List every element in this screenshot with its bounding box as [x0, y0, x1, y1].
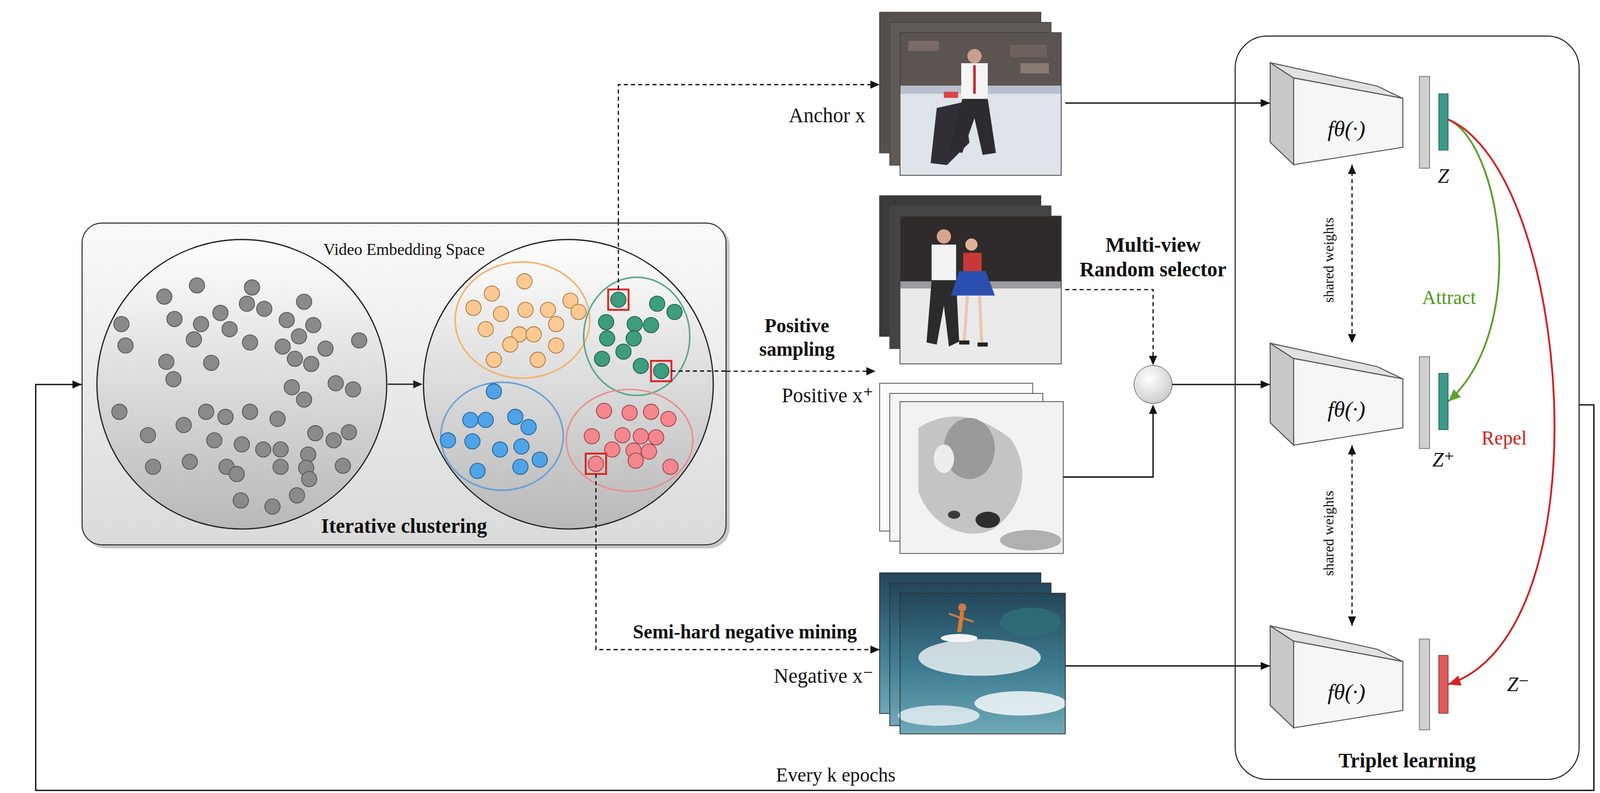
arrowhead	[870, 80, 880, 89]
edge-label: shared weights	[1319, 217, 1338, 303]
cluster-dots	[465, 273, 586, 368]
connector	[1065, 662, 1271, 671]
triplet-panel: Triplet learning fθ(·) fθ(·) fθ(·) Z Z⁺ Z⁻	[1234, 35, 1580, 781]
selector-label: Multi-view Random selector	[1071, 233, 1235, 283]
encoder-face	[1293, 641, 1403, 729]
connector	[1348, 164, 1357, 344]
arrowhead	[1448, 389, 1461, 402]
edge-label: Positive sampling	[759, 314, 835, 362]
encoder-label: fθ(·)	[1327, 396, 1366, 424]
cluster-outlines	[440, 261, 693, 492]
connector-line	[1448, 119, 1555, 685]
video-clip: Negative x⁻	[879, 573, 1066, 735]
arrowhead	[72, 380, 83, 389]
connector	[1448, 119, 1500, 402]
panel-title: Video Embedding Space	[82, 239, 726, 260]
step-arrow	[387, 383, 415, 386]
embedding-label: Z⁺	[1432, 447, 1455, 473]
optical-flow-frames	[879, 383, 1064, 555]
connector-line	[35, 384, 1594, 791]
clip-label: Negative x⁻	[773, 664, 874, 689]
encoder-label: fθ(·)	[1327, 678, 1366, 707]
arrowhead	[870, 646, 880, 655]
connector-line	[595, 545, 880, 650]
connector-line	[1351, 164, 1353, 344]
arrowhead	[1448, 675, 1462, 686]
encoder-label: fθ(·)	[1327, 115, 1366, 143]
connector	[726, 367, 876, 376]
negative-frames	[879, 573, 1067, 735]
step-arrow	[413, 380, 423, 389]
connector	[595, 545, 880, 654]
connector-line	[1351, 445, 1353, 626]
arrowhead	[1348, 334, 1357, 344]
embedding-bar: Z	[1438, 93, 1449, 151]
embedding-label: Z⁻	[1506, 672, 1529, 698]
connector-line	[1065, 665, 1271, 668]
encoder-face	[1293, 358, 1403, 446]
connector	[1065, 289, 1158, 366]
flow-wire-head	[1148, 405, 1158, 415]
connector-line	[1172, 384, 1271, 386]
embedding-space	[423, 239, 713, 530]
encoder-face	[1270, 626, 1294, 729]
arrowhead	[1260, 380, 1271, 389]
selection-marker	[585, 289, 672, 475]
embedding-bar: Z⁻	[1438, 655, 1449, 714]
sampling-leader	[595, 222, 727, 546]
encoder-shape	[1270, 626, 1403, 729]
clip-label: Positive x⁺	[781, 383, 874, 409]
encoder-shape	[1270, 62, 1403, 165]
connector	[1448, 119, 1555, 687]
connector-line	[1065, 289, 1154, 366]
edge-label: shared weights	[1319, 490, 1338, 577]
embedding-space	[96, 239, 387, 530]
anchor-frames	[879, 12, 1062, 176]
panel-caption: Iterative clustering	[82, 514, 726, 539]
connector-line	[726, 370, 876, 372]
encoder-shape	[1270, 343, 1403, 446]
panel-caption: Triplet learning	[1235, 749, 1579, 774]
connector	[618, 80, 880, 223]
cluster-dots	[440, 384, 548, 479]
feature-bar	[1419, 76, 1430, 731]
flow-wire	[1063, 411, 1154, 478]
edge-label: Semi-hard negative mining	[632, 620, 857, 645]
arrowhead	[1260, 662, 1271, 671]
edge-label: Every k epochs	[776, 763, 896, 788]
edge-label: Attract	[1422, 286, 1477, 310]
unclustered-dots	[111, 278, 367, 515]
positive-frames	[879, 196, 1062, 365]
arrowhead	[1348, 445, 1357, 455]
panel-ground	[81, 222, 727, 546]
connector	[35, 380, 1594, 791]
cluster-dots	[584, 403, 679, 476]
connector	[1065, 98, 1271, 108]
clip-label: Anchor x	[788, 102, 866, 128]
cluster-panel: Video Embedding SpaceIterative clusterin…	[81, 222, 727, 547]
connector-line	[618, 84, 880, 223]
arrowhead	[866, 367, 876, 376]
embedding-label: Z	[1437, 164, 1450, 189]
encoder: fθ(·)	[1270, 626, 1403, 729]
edge-label: Repel	[1481, 427, 1527, 451]
video-clip: Positive x⁺	[875, 196, 1066, 380]
arrowhead	[1348, 164, 1357, 175]
embedding-bar: Z⁺	[1438, 373, 1449, 431]
connector	[1348, 445, 1357, 626]
video-clip: Anchor x	[879, 12, 1066, 176]
encoder: fθ(·)	[1270, 343, 1403, 446]
arrowhead	[1348, 616, 1357, 627]
arrowhead	[1260, 98, 1271, 108]
connector-line	[1065, 102, 1271, 105]
encoder-face	[1270, 343, 1294, 446]
encoder-face	[1293, 77, 1403, 165]
encoder-face	[1270, 62, 1294, 165]
selector-circle: Multi-view Random selector	[1133, 365, 1173, 405]
encoder: fθ(·)	[1270, 62, 1403, 165]
connector-line	[1448, 119, 1500, 402]
connector	[1172, 380, 1271, 389]
arrowhead	[1148, 355, 1158, 366]
